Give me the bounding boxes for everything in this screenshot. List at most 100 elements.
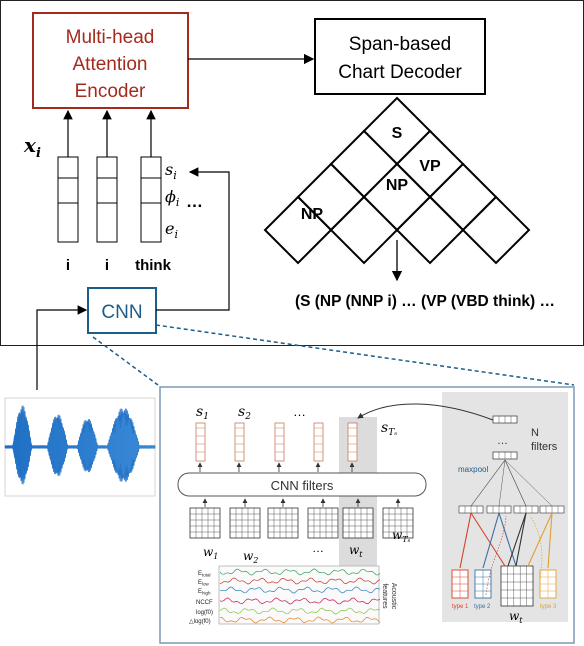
wt-detail-label: wt [509, 609, 523, 625]
parse-output: (S (NP (NNP i) … (VP (VBD think) … [295, 293, 555, 310]
input-grid-5 [342, 507, 374, 539]
acoustic-curve-1 [219, 568, 381, 576]
s-ellipsis: … [293, 404, 306, 419]
maxpool-label: maxpool [458, 465, 488, 474]
decoder-label-line2: Chart Decoder [338, 62, 462, 83]
cnn-box [87, 287, 157, 334]
input-grid-6 [382, 507, 414, 539]
cnn-filters-label: CNN filters [271, 478, 334, 493]
acoustic-row-2: Elow [198, 580, 210, 587]
cnn-detail-panel: s1 s2 … sTₛ CNN filters w1 w2 … wt wTₛ E… [159, 386, 575, 644]
feature-label-e: ei [165, 219, 178, 241]
filter-connector-7 [515, 512, 527, 567]
word-1: i [66, 257, 70, 274]
filter-connector-6 [527, 512, 553, 567]
input-grid-2 [229, 507, 261, 539]
acoustic-caption: Acousticfeatures [381, 583, 397, 610]
filter-connector-4 [498, 512, 517, 567]
input-column-3 [140, 156, 162, 243]
acoustic-row-1: Etotal [198, 571, 211, 578]
feature-ellipsis: … [186, 192, 203, 211]
output-vector-2 [234, 422, 245, 462]
w-ellipsis: … [312, 541, 324, 555]
cnn-filters-box [177, 472, 427, 497]
audio-waveform [4, 397, 156, 497]
filter-dots: … [497, 435, 508, 447]
input-column-1 [57, 156, 79, 243]
encoder-box [32, 12, 189, 109]
decoder-box [314, 18, 486, 95]
wt-label: wt [349, 543, 363, 559]
acoustic-row-labels: Etotal Elow Ehigh NCCF log(f0) △log(f0) [189, 571, 213, 625]
feature-label-s: si [165, 160, 177, 182]
acoustic-curve-5 [219, 607, 381, 615]
zoom-line-left [92, 336, 159, 386]
encoder-label-line1: Multi-head [66, 27, 155, 48]
input-grids [189, 498, 414, 539]
feature-label-phi: ϕi [165, 187, 179, 209]
encoder-block: Multi-head Attention Encoder [32, 12, 189, 109]
acoustic-curve-6 [220, 616, 381, 624]
type-grid-3 [539, 569, 557, 599]
filter-connector-8 [507, 512, 527, 567]
decoder-label-line1: Span-based [349, 34, 451, 55]
input-column-2 [96, 156, 118, 243]
w2-label: w2 [243, 549, 258, 565]
output-vector-3 [274, 422, 285, 462]
acoustic-row-5: log(f0) [196, 610, 213, 616]
s1-label: s1 [196, 404, 209, 422]
chart-cell-np-left [263, 195, 333, 265]
wt-detail-grid [500, 565, 534, 607]
x-i-label: xi [23, 133, 41, 161]
decoder-block: Span-based Chart Decoder [314, 18, 486, 95]
acoustic-row-6: △log(f0) [189, 619, 211, 625]
acoustic-row-4: NCCF [196, 600, 213, 606]
output-vector-5 [347, 422, 358, 462]
chart-cell-4b [329, 195, 399, 265]
filter-connector-5 [547, 512, 553, 569]
chart-cell-4d [461, 195, 531, 265]
word-2: i [105, 257, 109, 274]
filter-connector-1 [459, 512, 472, 569]
acoustic-feature-curves [219, 568, 381, 624]
output-vector-4 [313, 422, 324, 462]
encoder-label-line2: Attention [73, 54, 148, 75]
acoustic-curve-3 [219, 586, 381, 594]
type-grid-1 [451, 569, 469, 599]
parse-chart [263, 96, 531, 265]
cnn-label: CNN [101, 302, 142, 323]
input-grid-3 [267, 507, 299, 539]
output-vectors [195, 422, 358, 472]
acoustic-curve-2 [219, 577, 381, 585]
input-grid-4 [307, 507, 339, 539]
acoustic-curve-4 [219, 597, 381, 605]
type3-label: type 3 [540, 604, 557, 610]
chart-cell-4c [395, 195, 465, 265]
acoustic-strip [218, 565, 380, 625]
chart-label-np-left: NP [301, 206, 324, 223]
chart-label-np-inner: NP [386, 177, 409, 194]
filters-to-output-arrow [357, 403, 494, 421]
filter-connector-3 [482, 512, 500, 569]
wT-label: wTₛ [392, 528, 411, 544]
w1-label: w1 [203, 545, 218, 561]
type-grid-2 [474, 569, 492, 599]
s2-label: s2 [238, 404, 251, 422]
input-grid-1 [189, 507, 221, 539]
output-vector-1 [195, 422, 206, 462]
encoder-label-line3: Encoder [75, 81, 146, 102]
chart-label-s: S [392, 125, 403, 142]
audio-to-cnn-arrow [36, 305, 88, 390]
type2-label: type 2 [474, 604, 491, 610]
type1-label: type 1 [452, 604, 469, 610]
acoustic-row-3: Ehigh [198, 589, 211, 596]
sT-label: sTₛ [381, 420, 397, 438]
word-3: think [135, 257, 171, 274]
zoom-line-right [155, 324, 575, 386]
chart-label-vp: VP [419, 158, 441, 175]
input-columns [57, 156, 162, 243]
filter-connector-2 [470, 512, 506, 567]
